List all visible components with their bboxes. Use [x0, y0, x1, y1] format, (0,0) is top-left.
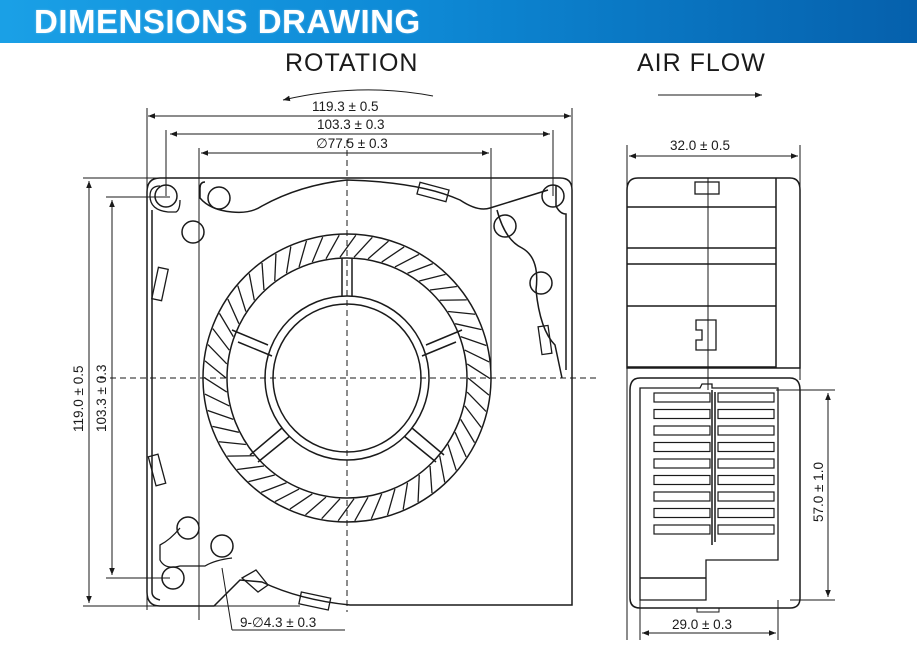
- impeller-blade: [248, 474, 275, 483]
- fan-housing: [146, 177, 573, 607]
- impeller-blade: [285, 246, 292, 274]
- dim-impeller-diameter: [198, 148, 492, 620]
- impeller-blade: [417, 475, 420, 503]
- impeller-blade: [218, 313, 234, 337]
- impeller-blade: [454, 432, 467, 458]
- grille-slat-right: [717, 491, 775, 502]
- impeller-blade: [227, 298, 240, 324]
- grille-slat-right: [717, 408, 775, 420]
- dim-mounting-holes-label: 9-∅4.3 ± 0.3: [240, 615, 316, 630]
- impeller-blade: [298, 240, 308, 268]
- impeller-blade: [337, 498, 355, 522]
- impeller-blade: [218, 441, 246, 446]
- grille-slat-right: [717, 425, 775, 436]
- impeller-blade: [248, 273, 255, 301]
- grille-slat-right: [717, 524, 775, 535]
- impeller-blade: [464, 405, 482, 428]
- mounting-holes: [154, 184, 565, 590]
- grille-slat-left: [653, 524, 711, 535]
- dim-overall-height-label: 119.0 ± 0.5: [71, 366, 86, 432]
- impeller-blade: [212, 328, 230, 351]
- grille-slat-left: [653, 474, 711, 486]
- impeller-blade: [402, 482, 409, 510]
- impeller-blade: [260, 482, 287, 493]
- impeller: [202, 233, 492, 523]
- grille-slat-right: [717, 441, 775, 453]
- impeller-blade: [429, 465, 433, 494]
- impeller-blade: [429, 285, 457, 291]
- impeller-blade: [448, 310, 476, 315]
- dim-outlet-height-label: 57.0 ± 1.0: [811, 462, 826, 522]
- dim-hole-spacing-h-label: 103.3 ± 0.3: [317, 117, 384, 132]
- grille-slat-right: [717, 507, 775, 519]
- grille-slat-left: [653, 507, 711, 519]
- impeller-blade: [237, 465, 265, 471]
- impeller-blade: [237, 285, 247, 312]
- impeller-blade: [354, 496, 369, 522]
- dim-overall-width: [146, 108, 573, 610]
- impeller-blade: [212, 425, 240, 433]
- impeller-blade: [394, 253, 420, 268]
- impeller-blade: [274, 488, 300, 503]
- impeller-blade: [460, 336, 487, 347]
- impeller-blade: [381, 246, 405, 263]
- header-bar: DIMENSIONS DRAWING: [0, 0, 917, 43]
- impeller-blade: [204, 393, 230, 407]
- impeller-blade: [464, 349, 490, 363]
- dim-hole-spacing-v-label: 103.3 ± 0.3: [94, 365, 109, 432]
- grille-slat-left: [653, 408, 711, 420]
- impeller-blade: [447, 444, 457, 471]
- rotation-arrow-icon: [282, 89, 434, 102]
- impeller-blade: [467, 377, 490, 396]
- impeller-blade: [386, 488, 396, 516]
- impeller-blade: [466, 363, 491, 380]
- rotation-label: ROTATION: [285, 49, 419, 77]
- impeller-blade: [419, 273, 446, 282]
- impeller-blade: [204, 360, 227, 379]
- grille-slat-right: [717, 392, 775, 403]
- impeller-blade: [439, 455, 446, 483]
- dim-overall-width-label: 119.3 ± 0.5: [312, 99, 378, 114]
- dim-outlet-width-label: 29.0 ± 0.3: [672, 617, 732, 632]
- dim-hole-spacing-v: [106, 196, 170, 579]
- impeller-blade: [466, 391, 487, 412]
- grille-slat-left: [653, 392, 711, 403]
- impeller-blade: [311, 236, 324, 263]
- connector-tabs: [147, 181, 553, 611]
- grille-slat-left: [653, 441, 711, 453]
- impeller-blade: [274, 253, 277, 281]
- grille-slat-left: [653, 425, 711, 436]
- impeller-blade: [321, 498, 341, 520]
- grille-slat-left: [653, 491, 711, 502]
- impeller-blade: [460, 419, 476, 443]
- impeller-blade: [370, 493, 383, 520]
- side-view: [626, 145, 835, 640]
- dim-depth-label: 32.0 ± 0.5: [670, 138, 730, 153]
- impeller-blades: [203, 234, 491, 522]
- impeller-blade: [207, 409, 234, 420]
- impeller-blade: [289, 493, 313, 510]
- impeller-blade: [261, 262, 265, 291]
- outlet-grille: [653, 392, 775, 535]
- impeller-blade: [207, 344, 228, 365]
- impeller-blade: [325, 234, 340, 260]
- grille-slat-right: [717, 474, 775, 486]
- airflow-label: AIR FLOW: [637, 49, 766, 77]
- impeller-blade: [367, 240, 389, 260]
- impeller-blade: [407, 263, 434, 274]
- impeller-blade: [454, 323, 482, 331]
- grille-slat-right: [717, 458, 775, 469]
- page-title: DIMENSIONS DRAWING: [34, 3, 421, 40]
- impeller-blade: [305, 496, 327, 516]
- impeller-blade: [339, 234, 357, 258]
- impeller-blade: [203, 376, 228, 393]
- dim-impeller-diameter-label: ∅77.5 ± 0.3: [316, 136, 388, 151]
- grille-slat-left: [653, 458, 711, 469]
- front-view: [83, 108, 600, 631]
- impeller-blade: [353, 236, 373, 258]
